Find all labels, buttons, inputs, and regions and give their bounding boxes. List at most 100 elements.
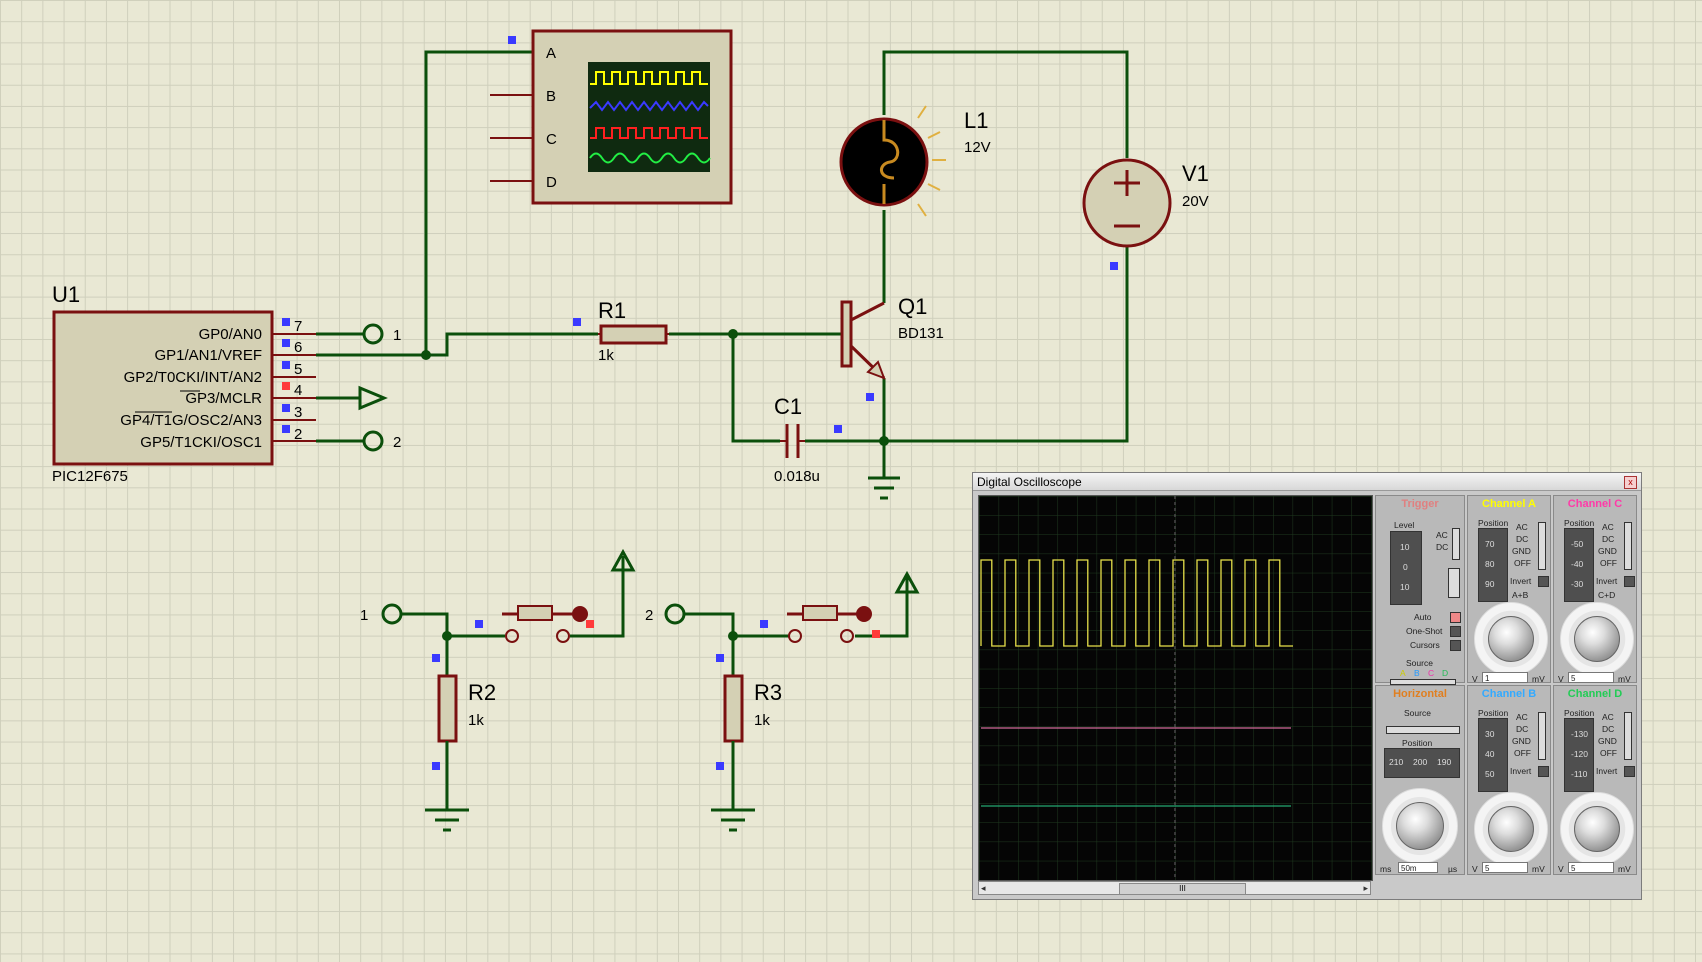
scope-pin-d: D [546,174,557,191]
timebase-value[interactable]: 50m [1398,862,1438,873]
trigger-source-slider[interactable] [1390,679,1456,685]
volts-dial [1474,602,1548,676]
r1-resistor[interactable]: R1 1k [573,298,669,364]
volts-knob[interactable] [1488,806,1534,852]
trigger-panel: Trigger Level 10 0 10 AC DC Auto One-Sho… [1375,495,1465,685]
u1-pin-name: GP1/AN1/VREF [154,347,262,364]
invert-button[interactable] [1538,766,1549,777]
r1-ref: R1 [598,298,626,323]
button-input-1-label: 1 [360,607,368,624]
channel-a-panel: Channel A Position 70 80 90 AC DC GND OF… [1467,495,1551,684]
one-shot-button[interactable] [1450,626,1461,637]
volts-knob[interactable] [1574,616,1620,662]
u1-pin-name: GP3/MCLR [185,390,262,407]
r3-ref: R3 [754,680,782,705]
volts-value[interactable]: 5 [1568,862,1614,873]
trigger-edge-switch[interactable] [1448,568,1460,598]
trigger-level-label: Level [1394,520,1415,530]
channel-position-slider[interactable]: 70 80 90 [1478,528,1508,602]
q1-ref: Q1 [898,294,927,319]
u1-pin-name: GP0/AN0 [199,326,262,343]
u1-pin-name: GP5/T1CKI/OSC1 [140,434,262,451]
coupling-switch[interactable] [1624,522,1632,570]
channel-title: Channel B [1481,688,1537,700]
scope-pin-c: C [546,131,557,148]
c1-capacitor[interactable]: C1 0.018u [774,394,842,485]
horizontal-position-slider[interactable]: 210 200 190 [1384,748,1460,778]
coupling-switch[interactable] [1538,712,1546,760]
invert-button[interactable] [1538,576,1549,587]
v1-ref: V1 [1182,161,1209,186]
terminal-1-label: 1 [393,327,401,344]
volts-knob[interactable] [1574,806,1620,852]
button-circuit-1[interactable]: 1 R2 1k [360,548,636,832]
coupling-switch[interactable] [1538,522,1546,570]
q1-transistor[interactable]: Q1 BD131 [840,294,944,401]
u1-pin-num: 5 [294,361,302,378]
r2-value: 1k [468,712,484,729]
auto-button[interactable] [1450,612,1461,623]
scope-symbol[interactable]: A B C D [490,29,733,205]
trigger-coupling-switch[interactable] [1452,528,1460,560]
l1-ref: L1 [964,108,988,133]
channel-b-panel: Channel B Position 30 40 50 AC DC GND OF… [1467,685,1551,875]
trigger-title: Trigger [1401,498,1439,510]
button-input-2-label: 2 [645,607,653,624]
u1-pin-name: GP4/T1G/OSC2/AN3 [120,412,262,429]
u1-pin-num: 7 [294,318,302,335]
channel-title: Channel C [1567,498,1623,510]
r2-ref: R2 [468,680,496,705]
u1-pin-num: 2 [294,426,302,443]
horizontal-panel: Horizontal Source Position 210 200 190 m… [1375,685,1465,875]
volts-value[interactable]: 5 [1568,672,1614,683]
v1-source[interactable]: V1 20V [1082,158,1209,270]
channel-position-slider[interactable]: -50 -40 -30 [1564,528,1594,602]
scope-pin-a: A [546,45,556,62]
coupling-switch[interactable] [1624,712,1632,760]
volts-value[interactable]: 1 [1482,672,1528,683]
l1-value: 12V [964,139,991,156]
channel-title: Channel D [1567,688,1623,700]
u1-pin-num: 6 [294,339,302,356]
u1-microcontroller[interactable]: U1 PIC12F675 GP0/AN0 GP1/AN1/VREF GP2/T0… [52,282,316,485]
scope-traces [979,496,1372,880]
v1-value: 20V [1182,193,1209,210]
oscilloscope-screen[interactable] [978,495,1373,881]
r3-value: 1k [754,712,770,729]
c1-value: 0.018u [774,468,820,485]
button-circuit-2[interactable]: 2 R3 1k [645,570,920,832]
c1-ref: C1 [774,394,802,419]
u1-part: PIC12F675 [52,468,128,485]
channel-title: Channel A [1482,498,1536,510]
timebase-knob[interactable] [1396,802,1444,850]
scope-pin-b: B [546,88,556,105]
invert-button[interactable] [1624,766,1635,777]
scroll-left-icon[interactable]: ◂ [981,883,986,893]
volts-knob[interactable] [1488,616,1534,662]
channel-c-panel: Channel C Position -50 -40 -30 AC DC GND… [1553,495,1637,684]
cursors-button[interactable] [1450,640,1461,651]
invert-button[interactable] [1624,576,1635,587]
horizontal-scrollbar[interactable]: ◂ III ▸ [978,881,1371,895]
u1-pin-name: GP2/T0CKI/INT/AN2 [124,369,262,386]
horizontal-source-slider[interactable] [1386,726,1460,734]
scroll-thumb[interactable]: III [1119,883,1246,895]
trigger-level-slider[interactable]: 10 0 10 [1390,531,1422,605]
horizontal-title: Horizontal [1393,688,1447,700]
oscilloscope-window[interactable]: Digital Oscilloscope x ◂ III ▸ Trigger L… [972,472,1642,900]
close-icon[interactable]: x [1624,476,1637,489]
channel-d-panel: Channel D Position -130 -120 -110 AC DC … [1553,685,1637,875]
scroll-right-icon[interactable]: ▸ [1363,883,1368,893]
l1-lamp[interactable]: L1 12V [839,105,991,217]
trace-a [980,559,1293,647]
u1-ref: U1 [52,282,80,307]
volts-value[interactable]: 5 [1482,862,1528,873]
u1-pin-num: 3 [294,404,302,421]
r1-value: 1k [598,347,614,364]
oscilloscope-title: Digital Oscilloscope [973,473,1641,491]
channel-position-slider[interactable]: -130 -120 -110 [1564,718,1594,792]
u1-pin-num: 4 [294,382,302,399]
q1-value: BD131 [898,325,944,342]
channel-position-slider[interactable]: 30 40 50 [1478,718,1508,792]
